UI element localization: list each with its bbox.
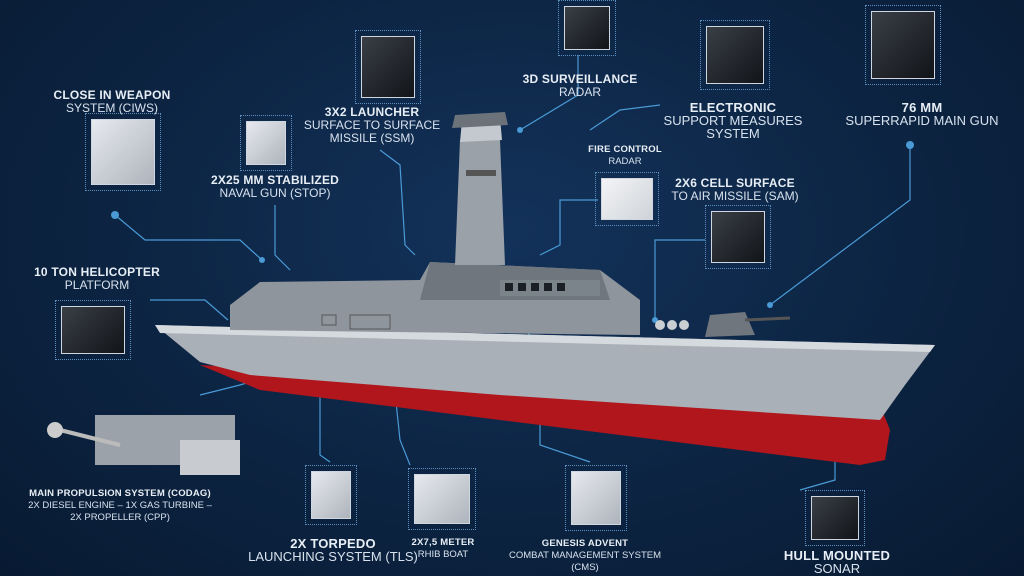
- sam-image: [705, 205, 771, 269]
- leader-lines: [114, 55, 911, 491]
- hull-grey: [155, 325, 935, 420]
- propulsion-illustration: [47, 415, 240, 475]
- mast: [455, 140, 505, 265]
- surveillance-radar-image: [558, 0, 616, 56]
- sonar-image: [805, 490, 865, 546]
- helicopter-image: [55, 300, 131, 360]
- naval-gun-image: [240, 115, 292, 171]
- ciws-image: [85, 113, 161, 191]
- launcher-image: [355, 30, 421, 104]
- rhib-image: [408, 468, 476, 530]
- cms-image: [565, 465, 627, 531]
- torpedo-image: [305, 465, 357, 525]
- main-gun-turret: [705, 312, 755, 337]
- hull-red: [200, 365, 890, 465]
- fire-control-image: [595, 172, 659, 226]
- main-gun-image: [865, 5, 941, 85]
- esm-image: [700, 20, 770, 90]
- label-propulsion: MAIN PROPULSION SYSTEM (CODAG)2X DIESEL …: [28, 488, 212, 523]
